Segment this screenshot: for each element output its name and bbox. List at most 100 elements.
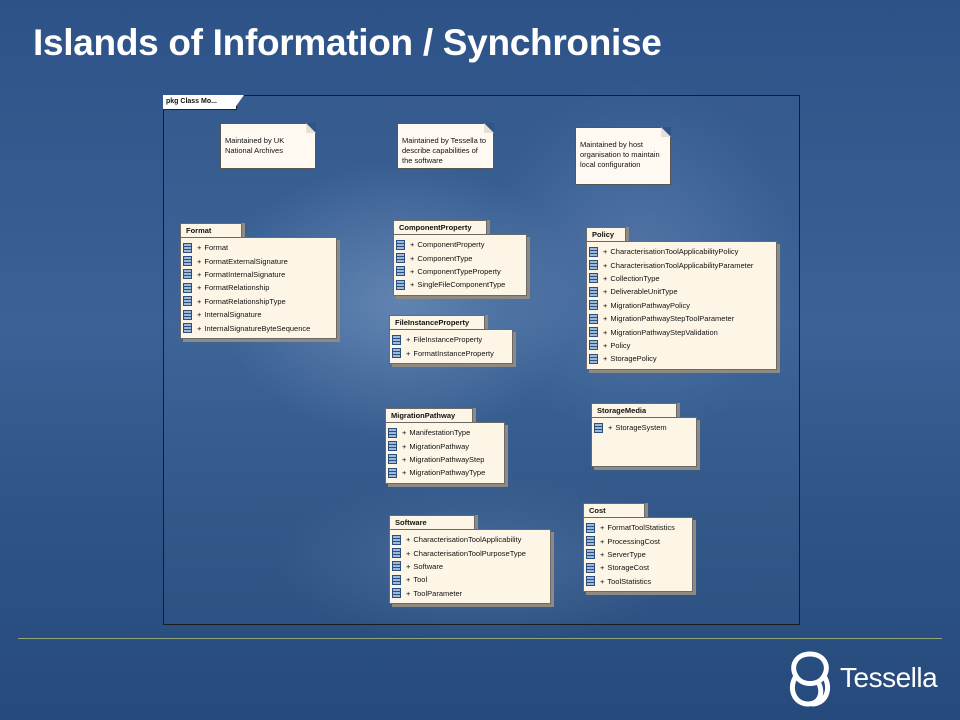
- member-name: MigrationPathwayStep: [409, 454, 485, 464]
- visibility-marker: +: [600, 563, 605, 573]
- member-name: CharacterisationToolPurposeType: [413, 548, 526, 558]
- class-icon: [589, 286, 598, 297]
- member-name: Tool: [413, 575, 428, 585]
- member-name: MigrationPathwayType: [409, 468, 486, 478]
- visibility-marker: +: [197, 283, 202, 293]
- class-icon: [589, 327, 598, 338]
- package-body: +Format+FormatExternalSignature+FormatIn…: [180, 237, 337, 339]
- visibility-marker: +: [406, 575, 411, 585]
- visibility-marker: +: [600, 549, 605, 559]
- visibility-marker: +: [406, 588, 411, 598]
- package-member: +ServerType: [586, 548, 689, 561]
- diagram-frame-tab-corner: [234, 95, 244, 109]
- member-name: CharacterisationToolApplicabilityParamet…: [610, 260, 754, 270]
- visibility-marker: +: [197, 269, 202, 279]
- class-icon: [589, 313, 598, 324]
- package-member: +StorageSystem: [594, 421, 693, 434]
- member-name: StoragePolicy: [610, 354, 657, 364]
- visibility-marker: +: [197, 296, 202, 306]
- visibility-marker: +: [600, 523, 605, 533]
- tessella-knot-icon: [790, 651, 830, 707]
- member-name: CharacterisationToolApplicability: [413, 535, 522, 545]
- member-name: InternalSignatureByteSequence: [204, 323, 311, 333]
- package-member: +FormatToolStatistics: [586, 521, 689, 534]
- member-name: ToolStatistics: [607, 576, 652, 586]
- tessella-logo: Tessella: [784, 648, 944, 712]
- member-name: MigrationPathway: [409, 441, 470, 451]
- member-name: FormatRelationshipType: [204, 296, 286, 306]
- package-member: +MigrationPathwayStep: [388, 453, 501, 466]
- class-icon: [388, 454, 397, 465]
- package-member: +Policy: [589, 339, 773, 352]
- package-member: +StoragePolicy: [589, 352, 773, 365]
- member-name: ComponentTypeProperty: [417, 266, 501, 276]
- diagram-frame: [163, 95, 800, 625]
- member-name: Format: [204, 243, 229, 253]
- package-member: +DeliverableUnitType: [589, 285, 773, 298]
- member-name: FileInstanceProperty: [413, 335, 483, 345]
- package-name: MigrationPathway: [385, 408, 473, 423]
- class-icon: [396, 253, 405, 264]
- visibility-marker: +: [603, 273, 608, 283]
- class-icon: [392, 588, 401, 599]
- member-name: ManifestationType: [409, 428, 471, 438]
- class-icon: [396, 279, 405, 290]
- package-member: +MigrationPathwayStepValidation: [589, 325, 773, 338]
- visibility-marker: +: [402, 468, 407, 478]
- class-icon: [392, 534, 401, 545]
- visibility-marker: +: [603, 354, 608, 364]
- class-icon: [586, 576, 595, 587]
- class-icon: [388, 467, 397, 478]
- member-name: FormatInternalSignature: [204, 269, 286, 279]
- package-body: +StorageSystem: [591, 417, 697, 467]
- package-member: +InternalSignatureByteSequence: [183, 321, 333, 334]
- package-name: Software: [389, 515, 475, 530]
- package-member: +StorageCost: [586, 561, 689, 574]
- footer-divider: [18, 638, 942, 639]
- class-icon: [396, 239, 405, 250]
- class-icon: [392, 574, 401, 585]
- class-icon: [183, 282, 192, 293]
- package-member: +ManifestationType: [388, 426, 501, 439]
- class-icon: [392, 348, 401, 359]
- member-name: MigrationPathwayStepValidation: [610, 327, 718, 337]
- visibility-marker: +: [603, 260, 608, 270]
- visibility-marker: +: [410, 280, 415, 290]
- class-icon: [183, 269, 192, 280]
- note-uk-national-archives: Maintained by UK National Archives: [220, 123, 316, 169]
- package-body: +ComponentProperty+ComponentType+Compone…: [393, 234, 527, 296]
- visibility-marker: +: [410, 253, 415, 263]
- note-text: Maintained by UK National Archives: [225, 136, 285, 155]
- class-icon: [183, 309, 192, 320]
- package-member: +CharacterisationToolPurposeType: [392, 546, 547, 559]
- note-host-organisation: Maintained by host organisation to maint…: [575, 127, 671, 185]
- package-member: +MigrationPathwayPolicy: [589, 299, 773, 312]
- visibility-marker: +: [406, 535, 411, 545]
- member-name: FormatExternalSignature: [204, 256, 288, 266]
- class-icon: [392, 334, 401, 345]
- class-icon: [586, 522, 595, 533]
- package-name: Cost: [583, 503, 645, 518]
- package-body: +CharacterisationToolApplicability+Chara…: [389, 529, 551, 604]
- class-icon: [586, 536, 595, 547]
- member-name: SingleFileComponentType: [417, 280, 506, 290]
- class-icon: [396, 266, 405, 277]
- package-member: +CollectionType: [589, 272, 773, 285]
- package-member: +ToolParameter: [392, 587, 547, 600]
- member-name: ComponentType: [417, 253, 473, 263]
- visibility-marker: +: [197, 243, 202, 253]
- package-member: +FormatInternalSignature: [183, 268, 333, 281]
- visibility-marker: +: [410, 266, 415, 276]
- visibility-marker: +: [603, 300, 608, 310]
- member-name: StorageCost: [607, 563, 650, 573]
- class-icon: [183, 256, 192, 267]
- package-body: +FormatToolStatistics+ProcessingCost+Ser…: [583, 517, 693, 592]
- member-name: MigrationPathwayPolicy: [610, 300, 691, 310]
- class-icon: [594, 422, 603, 433]
- slide-title: Islands of Information / Synchronise: [33, 22, 662, 63]
- package-member: +MigrationPathwayType: [388, 466, 501, 479]
- package-member: +ToolStatistics: [586, 575, 689, 588]
- member-name: Policy: [610, 340, 631, 350]
- class-icon: [586, 562, 595, 573]
- package-member: +SingleFileComponentType: [396, 278, 523, 291]
